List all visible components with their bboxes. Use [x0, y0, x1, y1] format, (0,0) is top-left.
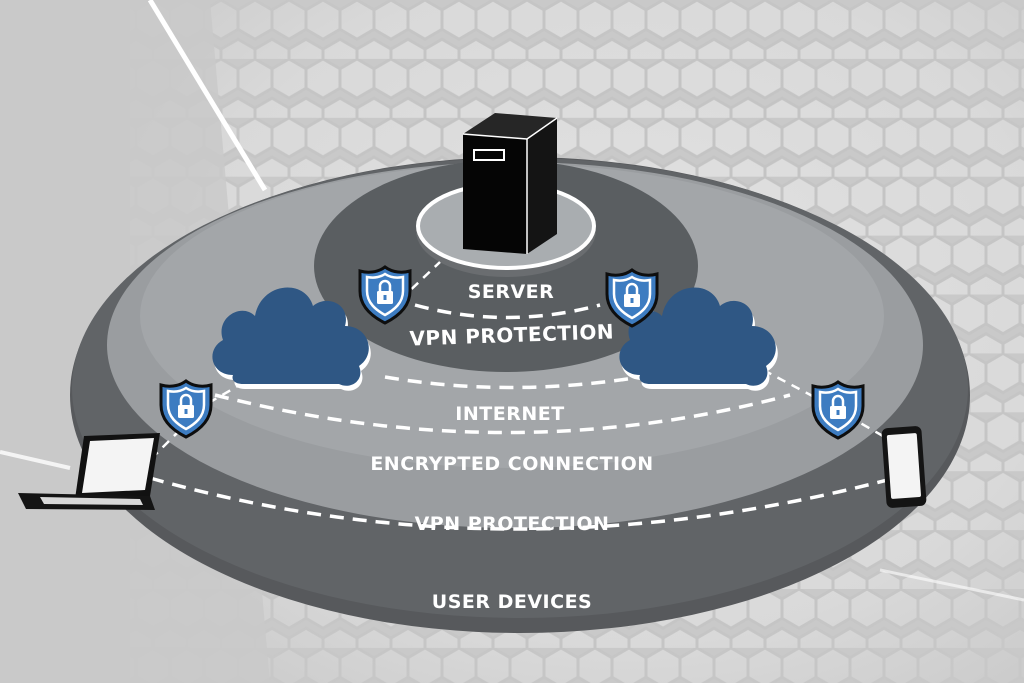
smartphone-icon	[881, 426, 927, 508]
label-internet: INTERNET	[455, 403, 564, 425]
server-icon	[462, 113, 558, 254]
label-user-devices: USER DEVICES	[432, 591, 592, 613]
light-streak	[147, 0, 268, 192]
label-vpn-protection-outer: VPN PROTECTION	[415, 513, 610, 535]
dashed-rings	[149, 303, 896, 531]
label-server: SERVER	[468, 281, 555, 303]
label-encrypted-connection: ENCRYPTED CONNECTION	[370, 453, 653, 475]
laptop-icon	[18, 433, 160, 510]
